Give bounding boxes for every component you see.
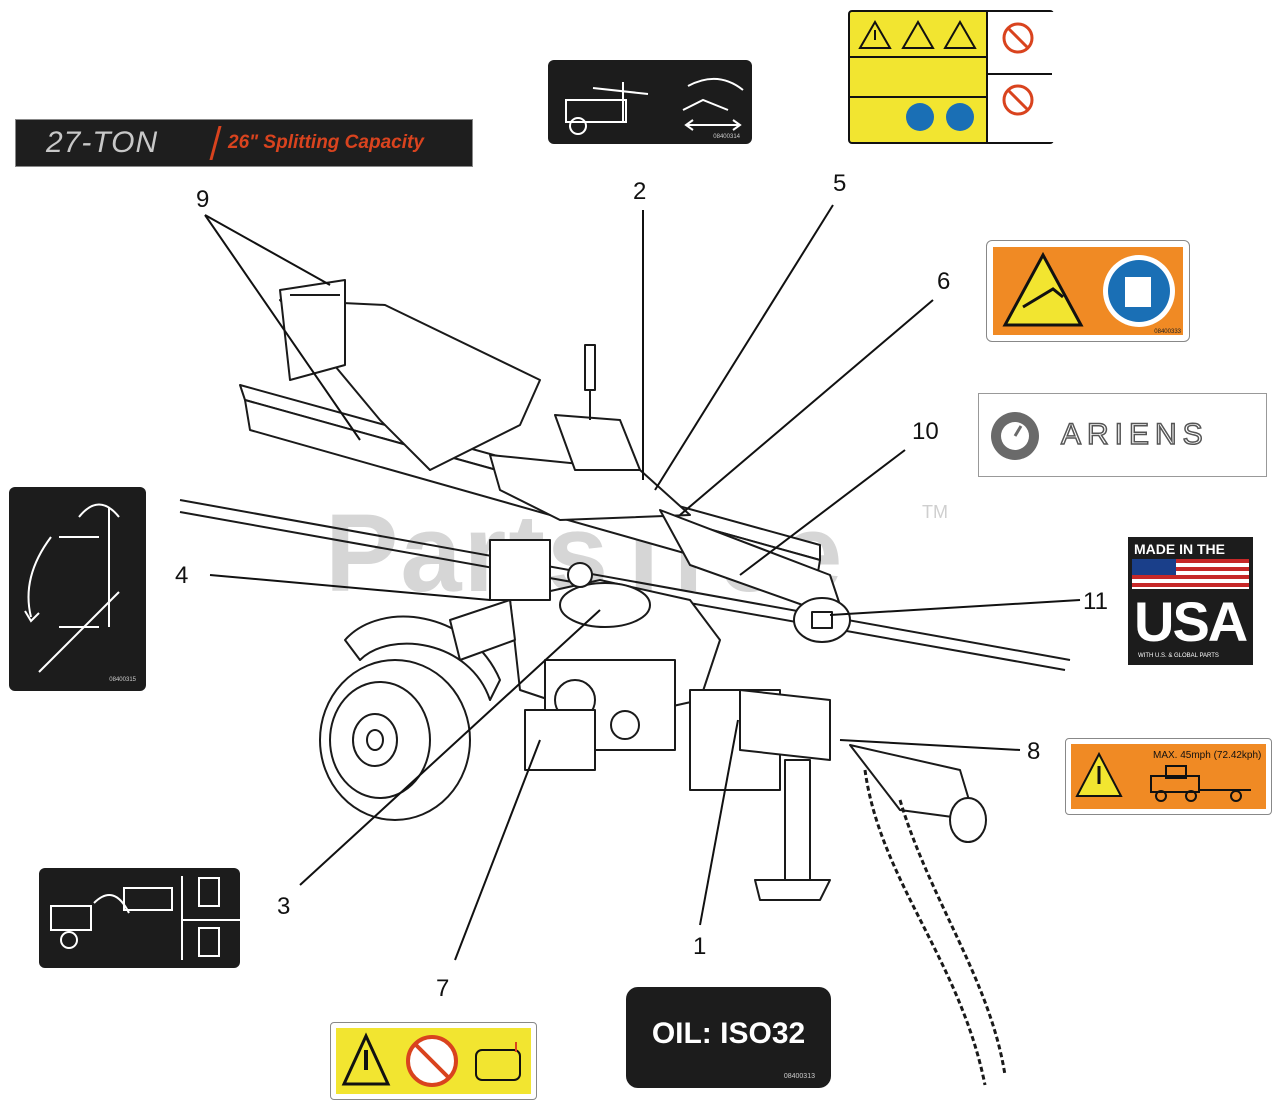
decal-usa-top: MADE IN THE [1134,541,1225,557]
decal-multi-warning [848,10,1054,144]
decal-speed-panel: MAX. 45mph (72.42kph) [1071,744,1266,809]
flag-icon [1132,559,1249,589]
callout-4: 4 [175,562,189,589]
callout-9: 9 [196,186,210,213]
decal-multi-warning-right [986,12,1054,142]
decal-gloves: 08400333 [986,240,1190,342]
decal-lever-part: 08400314 [713,134,740,140]
warning-pictograms-icon [850,19,1052,131]
callout-5: 5 [833,170,847,197]
decal-max-speed: MAX. 45mph (72.42kph) [1065,738,1272,815]
decal-usa-bottom: WITH U.S. & GLOBAL PARTS [1138,653,1219,659]
decal-usa-big: USA [1134,590,1248,653]
truck-warning-icon [1075,751,1251,802]
lever-diagram-icon [565,78,744,135]
engine-fuel-icon [50,876,240,960]
decal-lever-control: 08400314 [548,60,752,144]
callout-2: 2 [633,178,647,205]
callout-10: 10 [912,418,939,445]
tilt-diagram-icon [24,503,120,673]
hand-crush-icon [1002,251,1175,327]
callout-7: 7 [436,975,450,1002]
decal-27-ton: 27-TON 26" Splitting Capacity [15,119,473,167]
decal-tilt: 08400315 [9,487,146,691]
decal-ariens-text: ARIENS [1060,417,1209,452]
decal-oil: OIL: ISO32 08400313 [626,987,831,1088]
decal-ariens: ARIENS [978,393,1267,477]
decal-27-ton-sub: 26" Splitting Capacity [228,132,424,153]
decal-engine-fuel [39,868,240,968]
decal-no-smoking-fuel [330,1022,537,1100]
callout-6: 6 [937,268,951,295]
decal-fuel-panel [336,1028,531,1094]
decal-oil-text: OIL: ISO32 [651,1017,806,1050]
decal-27-ton-big: 27-TON [46,126,159,159]
gear-logo-icon [991,412,1039,460]
callout-11: 11 [1083,588,1108,615]
decal-gloves-panel [993,247,1183,335]
decal-divider [209,126,222,160]
callout-3: 3 [277,893,291,920]
no-smoking-fuel-icon [341,1032,521,1087]
decal-speed-text: MAX. 45mph (72.42kph) [1153,750,1262,761]
decal-oil-part: 08400313 [783,1073,815,1080]
callout-8: 8 [1027,738,1041,765]
watermark-tm: TM [922,502,948,522]
callout-1: 1 [693,933,707,960]
decal-tilt-part: 08400315 [109,677,136,683]
decal-gloves-part: 08400333 [1154,329,1181,335]
decal-made-in-usa: MADE IN THE USA WITH U.S. & GLOBAL PARTS [1128,537,1253,665]
